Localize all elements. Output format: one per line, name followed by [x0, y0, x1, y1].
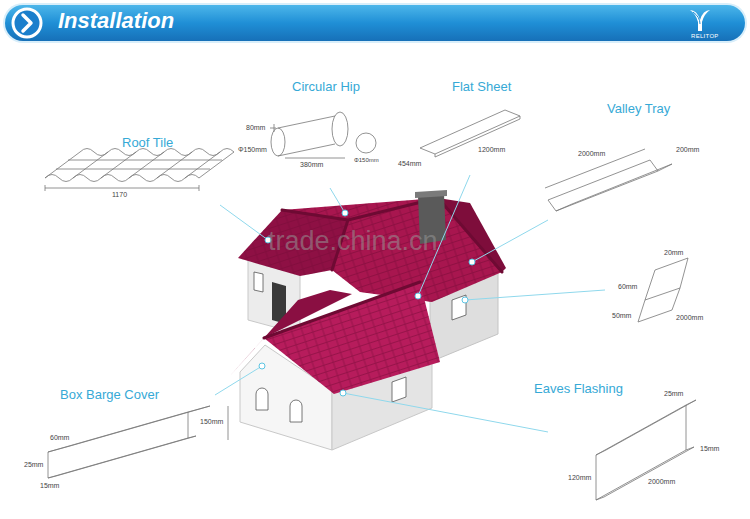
dimension-label: 200mm: [676, 146, 699, 153]
roof-surface: [264, 282, 440, 394]
box-barge-drawing: [48, 406, 228, 478]
leader-line: [330, 188, 345, 213]
roof-ridge: [264, 198, 502, 338]
dimension-label: 120mm: [568, 474, 591, 481]
dimension-line: [545, 149, 645, 188]
tray-edges: [548, 160, 672, 211]
leader-dot: [259, 363, 265, 369]
eaves-profile: [596, 450, 606, 500]
logo-mark-line: [693, 12, 700, 24]
dimension-label: Φ150mm: [354, 157, 379, 163]
dimension-label: 60mm: [50, 434, 69, 441]
dimension-label: 2000mm: [676, 314, 703, 321]
dimension-label: 150mm: [200, 418, 223, 425]
dimension-label: Φ150mm: [238, 146, 267, 153]
leader-dot: [342, 210, 348, 216]
dimension-label: 1200mm: [478, 146, 505, 153]
barge-edges: [48, 406, 210, 478]
dimension-line: [45, 185, 199, 191]
eaves-flashing-drawing: [596, 400, 696, 500]
header-border: [3, 3, 747, 43]
dimension-label: 50mm: [612, 312, 631, 319]
flashing-profile: [638, 258, 688, 322]
dimension-label: 454mm: [398, 160, 421, 167]
logo-mark: [690, 10, 710, 31]
tile-edge: [45, 175, 199, 182]
dimension-line: [285, 158, 345, 159]
part-name: Flat Sheet: [452, 80, 511, 93]
leader-line: [472, 220, 548, 262]
page-title: Installation: [58, 10, 174, 32]
hip-body: [278, 116, 335, 156]
leader-dot: [415, 293, 421, 299]
dimension-line: [228, 406, 229, 440]
dimension-label: 80mm: [246, 124, 265, 131]
flat-sheet-drawing: [420, 110, 520, 157]
leader-line: [220, 205, 268, 240]
dimension-label: 2000mm: [578, 150, 605, 157]
hip-section: [356, 133, 376, 153]
eaves-edges: [596, 400, 696, 500]
part-name: Roof Tile: [122, 136, 173, 149]
part-name: Box Barge Cover: [60, 388, 159, 401]
part-name: Valley Tray: [607, 102, 670, 115]
sheet-outline: [420, 110, 520, 157]
part-name: Eaves Flashing: [534, 382, 623, 395]
tile-edge: [80, 149, 234, 156]
arched-window: [256, 388, 302, 422]
roof-tile-drawing: [45, 149, 234, 192]
circular-hip-drawing: [270, 112, 376, 158]
tray-profile: [548, 160, 672, 211]
chevron-icon: [23, 15, 31, 31]
valley-tray-drawing: [545, 149, 672, 211]
leader-dot: [469, 259, 475, 265]
dimension-label: 2000mm: [648, 478, 675, 485]
hip-lip: [332, 112, 348, 146]
eaves-profile: [686, 400, 696, 450]
part-name: Circular Hip: [292, 80, 360, 93]
dimension-line: [270, 124, 276, 132]
flashing-drawing: [638, 258, 688, 322]
leader-dot: [462, 297, 468, 303]
dimension-label: 60mm: [618, 283, 637, 290]
header-bar: [3, 3, 747, 43]
tile-ridges: [73, 152, 220, 178]
dimension-label: 15mm: [700, 445, 719, 452]
chimney-cap: [415, 190, 447, 198]
header-band: [5, 5, 745, 41]
dimension-label: 380mm: [300, 161, 323, 168]
leader-line: [343, 393, 548, 432]
dimension-label: 20mm: [664, 249, 683, 256]
house-window: [254, 272, 263, 292]
leader-line: [465, 290, 605, 300]
dimension-label: 25mm: [664, 390, 683, 397]
roof-texture: [264, 282, 440, 394]
flashing-edges: [638, 258, 688, 322]
tile-lines: [45, 152, 234, 178]
leader-line: [215, 366, 262, 395]
watermark: trade.china.cn: [268, 228, 438, 255]
leader-dot: [340, 390, 346, 396]
house-illustration: [228, 190, 506, 450]
hip-end: [271, 128, 285, 156]
dimension-label: 25mm: [24, 461, 43, 468]
dimension-label: 15mm: [40, 482, 59, 489]
brand-name: RELITOP: [691, 33, 719, 39]
leader-dots: [259, 210, 475, 396]
house-window: [392, 377, 406, 402]
header-icon: [13, 9, 41, 37]
dimension-label: 1170: [112, 191, 127, 198]
